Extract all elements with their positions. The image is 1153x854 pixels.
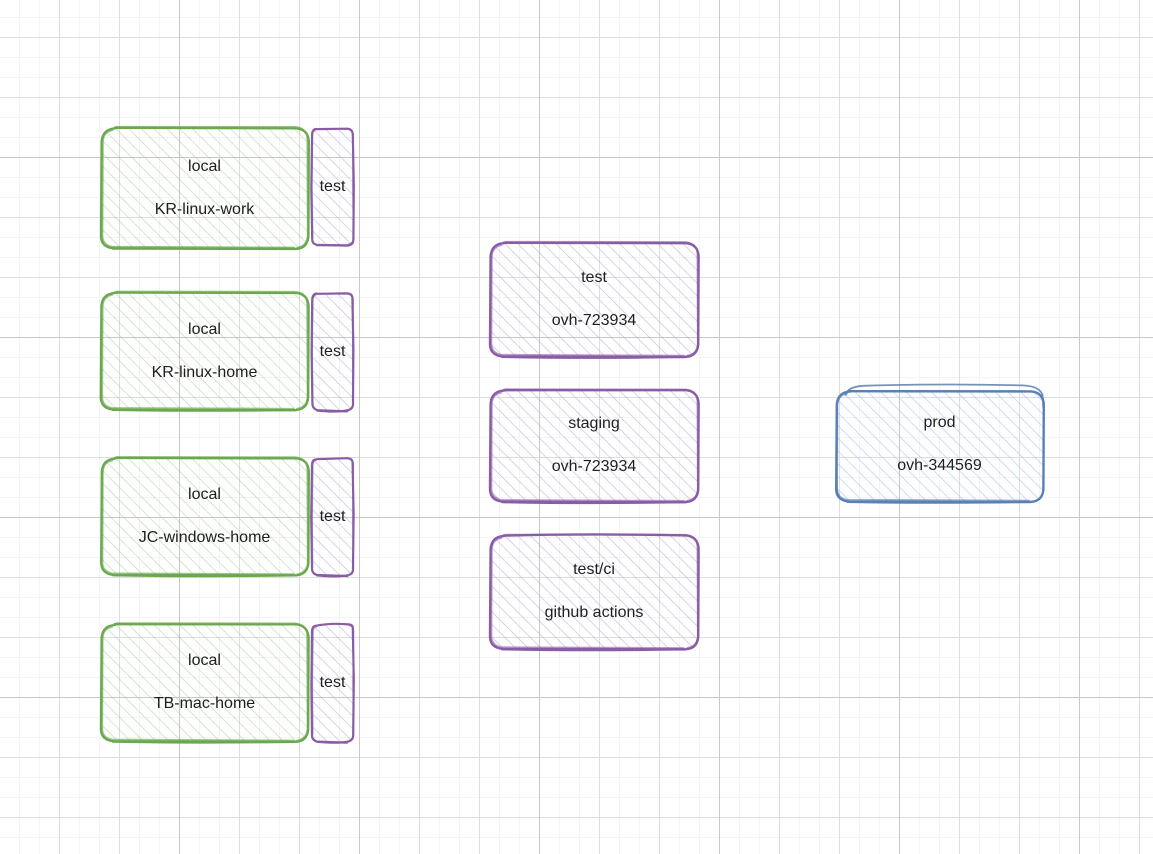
node-local-tb-mac-home[interactable]: local TB-mac-home — [98, 620, 311, 744]
node-env-testci-github[interactable]: test/ci github actions — [487, 531, 701, 652]
node-env-test-ovh[interactable]: test ovh-723934 — [487, 239, 701, 360]
node-local-kr-linux-work[interactable]: local KR-linux-work — [98, 124, 311, 252]
tab-test-jc-windows-home[interactable]: test — [309, 456, 356, 578]
tab-test-kr-linux-home[interactable]: test — [309, 291, 356, 413]
node-local-jc-windows-home[interactable]: local JC-windows-home — [98, 454, 311, 578]
node-env-prod-ovh[interactable]: prod ovh-344569 — [833, 383, 1046, 505]
tab-test-tb-mac-home[interactable]: test — [309, 622, 356, 744]
node-env-staging-ovh[interactable]: staging ovh-723934 — [487, 386, 701, 505]
tab-test-kr-linux-work[interactable]: test — [309, 126, 356, 248]
node-local-kr-linux-home[interactable]: local KR-linux-home — [98, 289, 311, 413]
